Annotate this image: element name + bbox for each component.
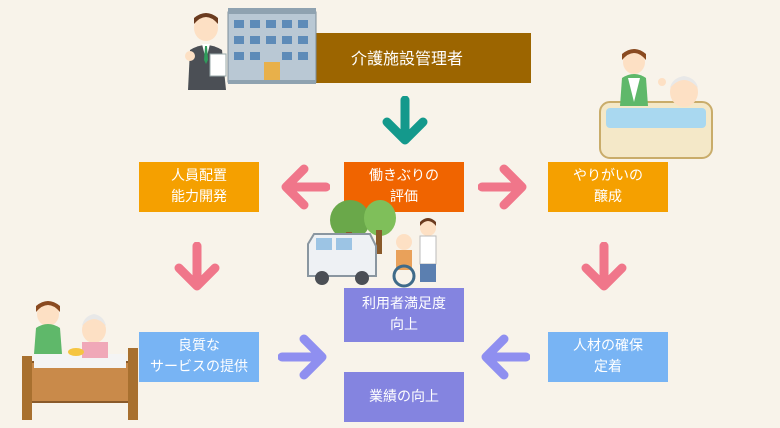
node-evaluation: 働きぶりの 評価 xyxy=(344,162,464,212)
arrow-motivation-to-retention xyxy=(581,242,627,291)
arrow-title-to-evaluation xyxy=(382,96,428,145)
title-text: 介護施設管理者 xyxy=(350,48,463,68)
bed-meal-care-icon xyxy=(22,301,138,420)
arrow-service-to-center xyxy=(278,334,327,380)
node-motivation-text: やりがいの 醸成 xyxy=(573,168,643,205)
care-facility-building-icon xyxy=(227,8,317,84)
node-performance-text: 業績の向上 xyxy=(369,388,439,405)
arrow-staffing-to-service xyxy=(174,242,220,291)
arrow-evaluation-to-motivation xyxy=(478,164,527,210)
bathing-care-icon xyxy=(599,49,713,159)
node-service: 良質な サービスの提供 xyxy=(139,332,259,382)
title-banner: 介護施設管理者 xyxy=(283,33,531,83)
node-staffing: 人員配置 能力開発 xyxy=(139,162,259,212)
van-and-wheelchair-icon xyxy=(307,200,437,288)
node-performance: 業績の向上 xyxy=(344,372,464,422)
node-satisfaction-text: 利用者満足度 向上 xyxy=(362,296,446,333)
node-motivation: やりがいの 醸成 xyxy=(548,162,668,212)
arrow-retention-to-center xyxy=(481,334,530,380)
node-satisfaction: 利用者満足度 向上 xyxy=(344,288,464,342)
node-retention: 人材の確保 定着 xyxy=(548,332,668,382)
arrow-evaluation-to-staffing xyxy=(281,164,330,210)
node-retention-text: 人材の確保 定着 xyxy=(573,338,643,375)
node-service-text: 良質な サービスの提供 xyxy=(150,338,248,375)
node-evaluation-text: 働きぶりの 評価 xyxy=(369,168,439,205)
node-staffing-text: 人員配置 能力開発 xyxy=(171,168,227,205)
manager-with-clipboard-icon xyxy=(185,8,317,90)
